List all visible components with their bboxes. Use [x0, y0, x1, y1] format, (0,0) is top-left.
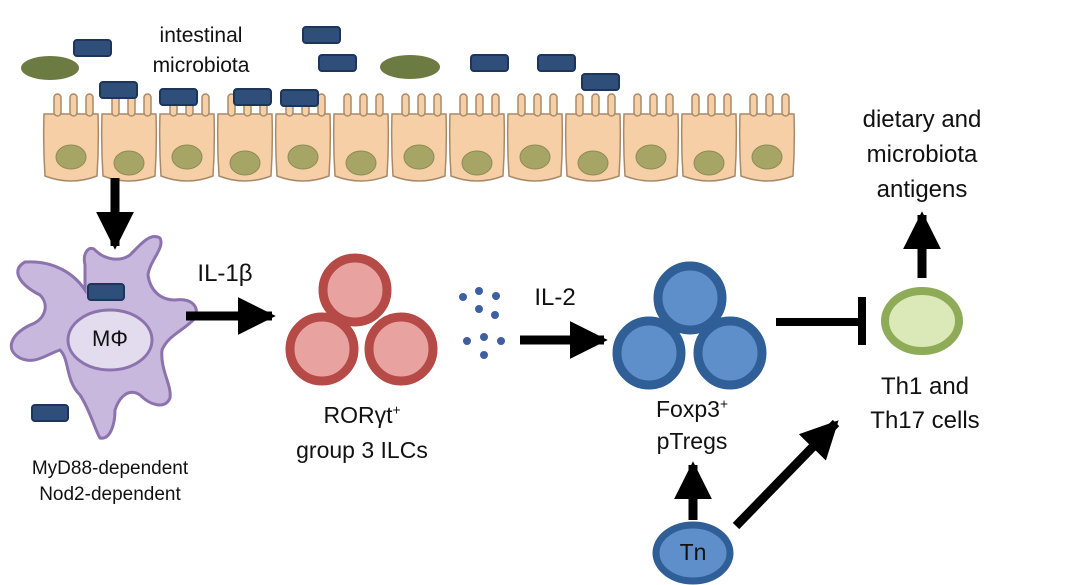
dietary-antigens-label-line2: microbiota — [866, 141, 978, 168]
epithelial-nucleus — [403, 144, 435, 170]
treg-cell-left — [612, 316, 686, 390]
epithelial-cell — [390, 93, 448, 182]
bacterium-rod — [99, 81, 138, 99]
epithelial-cell — [216, 93, 274, 182]
epithelial-nucleus — [229, 150, 261, 176]
bacterium-rod — [537, 54, 576, 72]
epithelial-nucleus — [635, 144, 667, 170]
nod2-label: Nod2-dependent — [39, 484, 181, 505]
il2-label: IL-2 — [534, 284, 576, 311]
epithelial-cell — [448, 93, 506, 182]
inhibition-symbol — [776, 297, 866, 345]
dietary-antigens-label-line3: antigens — [876, 176, 968, 203]
epithelial-cell — [274, 93, 332, 182]
microbiota-label-line1: intestinal — [159, 24, 243, 47]
ilc-label-line2: group 3 ILCs — [296, 437, 428, 463]
bacterium-rod — [233, 88, 272, 106]
treg-cell-right — [693, 316, 767, 390]
macrophage-nucleus — [66, 308, 154, 372]
bacterium-rod — [159, 88, 198, 106]
epithelial-cell — [332, 93, 390, 182]
epithelial-nucleus — [113, 150, 145, 176]
treg-label-line2: pTregs — [656, 428, 728, 454]
ilc-cell-top — [318, 253, 392, 327]
epithelial-nucleus — [577, 150, 609, 176]
epithelial-cell — [100, 93, 158, 182]
intestinal-epithelium — [42, 93, 796, 182]
epithelial-cell — [158, 93, 216, 182]
tn-label: Tn — [679, 539, 707, 565]
ilc-cell-right — [364, 312, 438, 386]
epithelial-cell — [680, 93, 738, 182]
epithelial-cell — [42, 93, 100, 182]
ilc-label-line1: RORγt+ — [282, 402, 442, 429]
th-label-line2: Th17 cells — [870, 407, 980, 434]
macrophage-cell — [9, 235, 198, 440]
bacteria-rods — [73, 26, 620, 107]
th-label-line1: Th1 and — [880, 373, 970, 400]
epithelial-nucleus — [461, 150, 493, 176]
epithelial-cell — [506, 93, 564, 182]
epithelial-nucleus — [55, 144, 87, 170]
treg-label-line1: Foxp3+ — [630, 396, 754, 423]
dietary-antigens-label-line1: dietary and — [862, 106, 982, 133]
bacterium-oval-middle — [380, 55, 440, 79]
epithelial-nucleus — [171, 144, 203, 170]
ilc-cell-left — [285, 312, 359, 386]
treg-label-main: Foxp3 — [656, 396, 720, 422]
bacterium-rod — [470, 54, 509, 72]
ilc-label-sup: + — [392, 402, 401, 418]
bacteria-group — [21, 55, 440, 80]
microbiota-label-line2: microbiota — [152, 54, 250, 77]
bacterium-rod — [581, 73, 620, 91]
bacterium-rod — [73, 39, 112, 57]
th-cell — [881, 287, 963, 355]
bacterium-free — [31, 404, 69, 422]
epithelial-cell — [622, 93, 680, 182]
epithelial-nucleus — [519, 144, 551, 170]
bacterium-rod — [302, 26, 341, 44]
epithelial-nucleus — [693, 150, 725, 176]
epithelial-nucleus — [287, 144, 319, 170]
epithelial-nucleus — [751, 144, 783, 170]
cytokine-dots — [459, 287, 505, 359]
myd88-label: MyD88-dependent — [31, 458, 189, 479]
arrow-tn-to-th — [732, 419, 840, 530]
bacterium-rod — [280, 89, 319, 107]
bacterium-in-macrophage — [87, 283, 125, 301]
ilc-cells — [285, 253, 438, 386]
tn-cell — [652, 521, 734, 585]
ilc-label-main: RORγt — [323, 402, 393, 428]
treg-cells — [612, 261, 767, 390]
il1b-label: IL-1β — [197, 260, 253, 287]
macrophage-label: MΦ — [92, 326, 128, 351]
bacterium-oval-left — [21, 56, 79, 80]
epithelial-nucleus — [345, 150, 377, 176]
epithelial-cell — [564, 93, 622, 182]
treg-cell-top — [653, 261, 727, 335]
bacterium-rod — [318, 54, 357, 72]
epithelial-cell — [738, 93, 796, 182]
treg-label-sup: + — [719, 396, 728, 412]
